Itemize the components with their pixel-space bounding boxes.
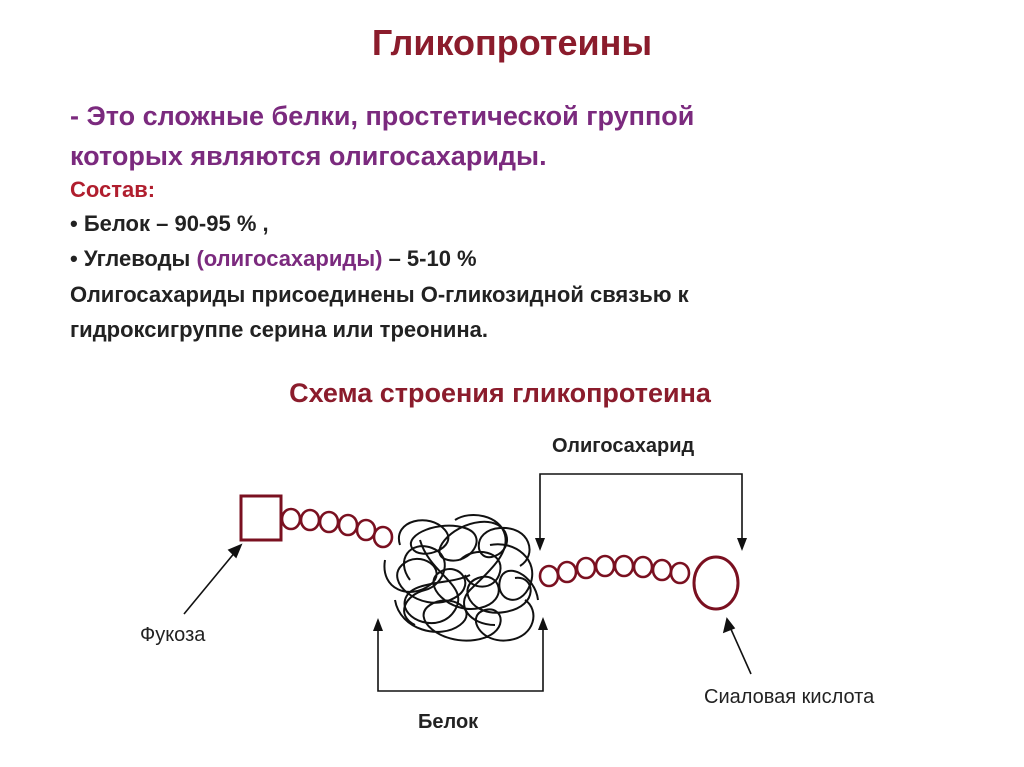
protein-label: Белок bbox=[418, 711, 479, 733]
fucose-pointer bbox=[183, 543, 243, 615]
fucose-label: Фукоза bbox=[140, 624, 206, 646]
right-sugar-chain bbox=[538, 554, 691, 588]
sialic-acid-ring bbox=[692, 555, 740, 611]
page-title: Гликопротеины bbox=[371, 22, 653, 63]
composition-label: Состав: bbox=[70, 177, 156, 202]
carbohydrate-prefix: • Углеводы bbox=[70, 246, 197, 271]
fucose-square bbox=[239, 494, 283, 542]
definition-line-2: которых являются олигосахариды. bbox=[70, 141, 547, 171]
protein-share: • Белок – 90-95 % , bbox=[70, 211, 269, 236]
diagram-title: Схема строения гликопротеина bbox=[289, 378, 711, 408]
carbohydrate-highlight: (олигосахариды) bbox=[196, 246, 383, 271]
sialic-acid-pointer bbox=[722, 617, 752, 675]
bond-note-line-1: Олигосахариды присоединены О-гликозидной… bbox=[70, 282, 689, 307]
definition-line-1: - Это сложные белки, простетической груп… bbox=[70, 101, 695, 131]
carbohydrate-suffix: – 5-10 % bbox=[382, 246, 477, 271]
oligosaccharide-label: Олигосахарид bbox=[552, 435, 695, 457]
protein-bracket bbox=[373, 617, 548, 692]
protein-coil bbox=[383, 514, 539, 642]
left-sugar-chain bbox=[280, 507, 394, 549]
sialic-acid-label: Сиаловая кислота bbox=[704, 686, 875, 708]
oligosaccharide-bracket bbox=[535, 473, 747, 551]
bond-note-line-2: гидроксигруппе серина или треонина. bbox=[70, 317, 489, 342]
definition: - Это сложные белки, простетической груп… bbox=[70, 96, 970, 176]
carbohydrate-share: • Углеводы (олигосахариды) – 5-10 % bbox=[70, 246, 477, 272]
